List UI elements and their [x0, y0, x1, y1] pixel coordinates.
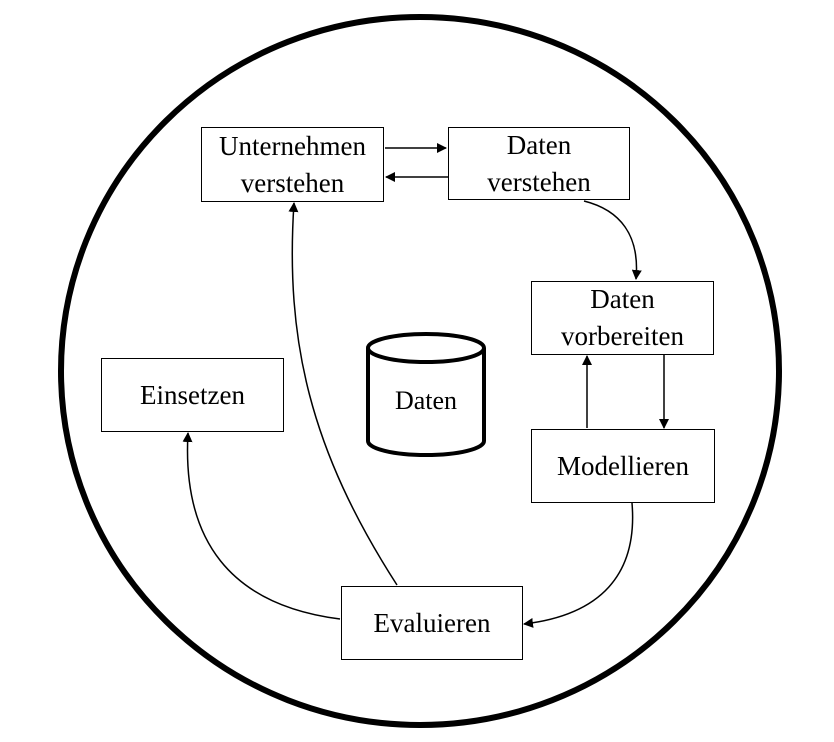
node-modeling: Modellieren — [531, 429, 715, 503]
node-evaluation-label: Evaluieren — [373, 607, 491, 638]
arrow-modeling-to-evaluation — [523, 502, 634, 628]
arrow-evaluation-to-deployment — [182, 432, 341, 620]
node-deployment-label: Einsetzen — [140, 379, 245, 410]
arrow-data-to-preparation — [583, 200, 642, 280]
node-deployment: Einsetzen — [101, 358, 284, 432]
node-business-understanding: Unternehmen verstehen — [201, 127, 384, 202]
node-data-preparation-label: Daten vorbereiten — [561, 284, 684, 351]
node-data-preparation: Daten vorbereiten — [531, 281, 714, 355]
node-evaluation: Evaluieren — [341, 586, 523, 660]
node-modeling-label: Modellieren — [557, 450, 689, 481]
node-business-understanding-label: Unternehmen verstehen — [219, 130, 366, 198]
outer-cycle-circle — [58, 14, 782, 728]
node-data-understanding-label: Daten verstehen — [487, 129, 591, 197]
database-cylinder — [366, 332, 486, 457]
node-data-understanding: Daten verstehen — [448, 127, 630, 200]
database-label: Daten — [394, 386, 458, 415]
arrow-evaluation-to-business — [288, 202, 398, 586]
